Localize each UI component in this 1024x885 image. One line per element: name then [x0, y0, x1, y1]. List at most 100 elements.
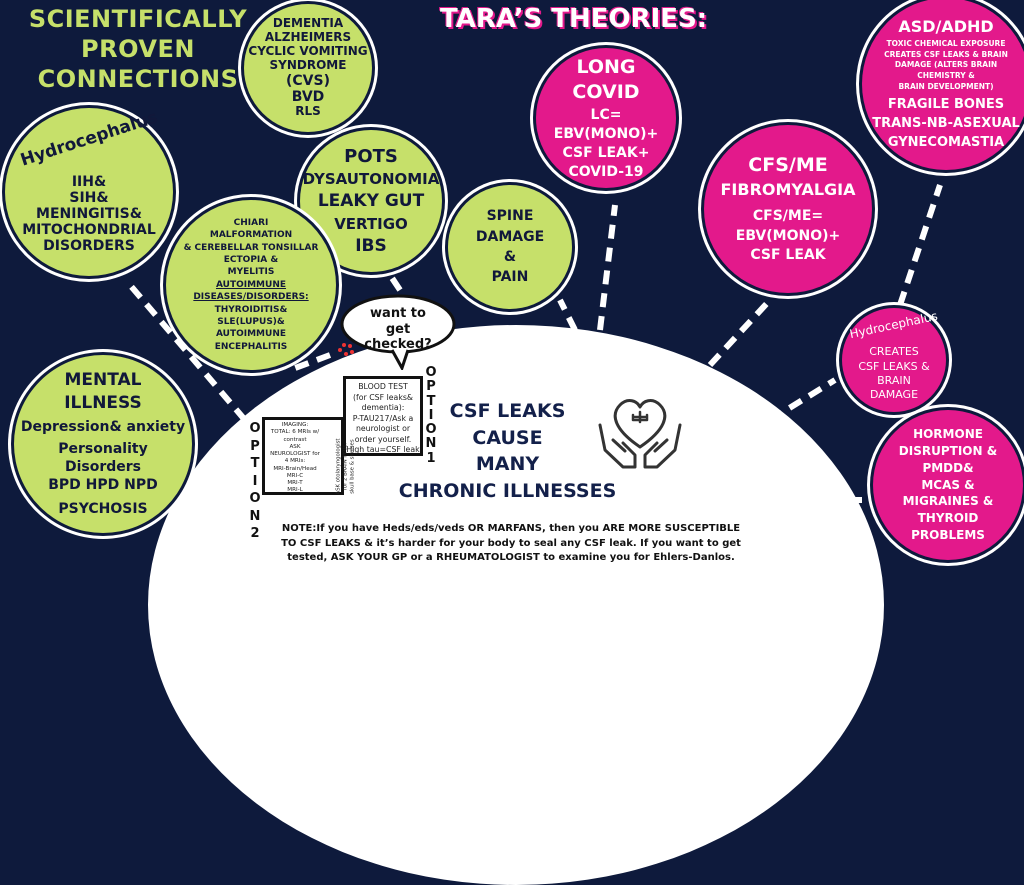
circle-line: PMDD&	[922, 460, 974, 475]
circle-line: BPD HPD NPD	[48, 477, 158, 494]
arrow-spine	[557, 298, 578, 332]
circle-line: MIGRAINES &	[902, 494, 994, 509]
arrow-pots	[387, 273, 403, 292]
box-line: (for CSF leaks&	[353, 392, 413, 402]
circle-asd-adhd: ASD/ADHD TOXIC CHEMICAL EXPOSURE CREATES…	[862, 0, 1024, 170]
circle-line: DISEASES/DISORDERS:	[193, 292, 309, 303]
main-line: CSF LEAKS	[449, 400, 566, 422]
option2-box: IMAGING: TOTAL: 6 MRIs w/ contrast ASK N…	[262, 417, 356, 495]
arrow-hydro-right	[768, 377, 837, 423]
circle-line: CFS/ME=	[752, 208, 824, 225]
circle-line: CREATES CSF LEAKS & BRAIN	[884, 49, 1008, 59]
option2-label: OPTION2	[249, 421, 261, 542]
arrow-chiari	[288, 352, 332, 373]
box-line: skull base & sinuses	[349, 439, 356, 494]
circle-hydrocephalus-right: Hydrocephalus CREATES CSF LEAKS & BRAIN …	[842, 308, 946, 412]
circle-line: BRAIN DEVELOPMENT)	[898, 82, 994, 92]
circle-heading: ILLNESS	[64, 392, 142, 413]
box-line: NEUROLOGIST for	[270, 451, 320, 458]
arrow-mental	[183, 467, 232, 508]
option1-label: OPTION1	[425, 365, 437, 466]
box-line: neurologist or	[355, 424, 411, 434]
title-line: PROVEN	[81, 35, 195, 63]
circle-line: RLS	[295, 103, 321, 118]
circle-line: Depression& anxiety	[20, 418, 186, 435]
main-line: CHRONIC ILLNESSES	[398, 479, 617, 502]
circle-dementia: DEMENTIA ALZHEIMERS CYCLIC VOMITING SYND…	[244, 4, 372, 132]
box-line: High tau=CSF leak	[346, 445, 420, 455]
scientifically-proven-title: SCIENTIFICALLY PROVEN CONNECTIONS	[18, 4, 258, 94]
circle-line: ENCEPHALITIS	[214, 341, 288, 352]
circle-mental-illness: MENTAL ILLNESS Depression& anxiety Perso…	[14, 355, 192, 533]
box-line: ASK	[289, 443, 301, 450]
box-line: MRI-Brain/Head	[273, 465, 317, 472]
circle-line: SLE(LUPUS)&	[217, 317, 285, 328]
circle-line: CSF LEAK	[750, 247, 826, 264]
circle-cfs-me: CFS/ME FIBROMYALGIA CFS/ME= EBV(MONO)+ C…	[704, 125, 872, 293]
circle-line: SPINE	[486, 208, 534, 225]
circle-line: EBV(MONO)+	[553, 125, 659, 142]
option1-box: BLOOD TEST (for CSF leaks& dementia): P-…	[343, 376, 423, 456]
box-line: for 2 BRAIN MRIs:	[342, 442, 349, 491]
main-line: CAUSE	[472, 426, 543, 449]
circle-heading: POTS	[344, 145, 398, 167]
arrow-cfs	[707, 297, 773, 368]
heart-hands-icon	[598, 399, 682, 469]
circle-line: Disorders	[64, 459, 142, 475]
circle-line: (CVS)	[286, 72, 330, 89]
circle-line: CSF LEAK+	[562, 144, 650, 161]
circle-line: ECTOPIA &	[223, 254, 279, 265]
circle-line: FRAGILE BONES	[887, 97, 1005, 113]
circle-line: MYELITIS	[227, 267, 275, 278]
circle-line: DISORDERS	[43, 237, 135, 254]
box-line: MRI-C	[286, 472, 304, 479]
circle-hydrocephalus-left: Hydrocephalus IIH& SIH& MENINGITIS& MITO…	[5, 107, 173, 276]
circle-line: IBS	[355, 235, 387, 256]
bubble-text: want to get checked?	[364, 306, 432, 353]
circle-line: CSF LEAKS &	[858, 359, 930, 373]
arrows	[127, 184, 943, 508]
option2-side-note: ASK otolaryngologist for 2 BRAIN MRIs: s…	[335, 432, 356, 502]
circle-line: DEMENTIA	[272, 16, 344, 31]
box-line: order yourself.	[354, 434, 412, 444]
box-line: MRI-T	[287, 480, 303, 487]
circle-line: & CEREBELLAR TONSILLAR	[183, 242, 319, 253]
box-line: IMAGING:	[281, 422, 309, 428]
circle-heading: LONG	[576, 55, 636, 78]
circle-line: DAMAGE	[869, 388, 919, 402]
circle-line: VERTIGO	[334, 214, 408, 233]
circle-line: EBV(MONO)+	[735, 227, 841, 244]
circle-line: CHEMISTRY &	[917, 71, 975, 81]
circle-spine: SPINE DAMAGE & PAIN	[448, 185, 572, 309]
circle-line: DAMAGE (ALTERS BRAIN	[894, 60, 998, 70]
arrow-hydro-left	[127, 283, 248, 422]
circle-line: MENINGITIS&	[36, 205, 142, 222]
circle-line: PSYCHOSIS	[58, 501, 148, 518]
circle-line: MALFORMATION	[209, 230, 293, 241]
circle-line: PAIN	[491, 269, 529, 286]
circle-line: BVD	[291, 88, 325, 105]
circle-line: TRANS-NB-ASEXUAL	[872, 115, 1020, 131]
circle-heading: FIBROMYALGIA	[720, 179, 856, 199]
circle-line: SIH&	[69, 189, 109, 206]
circle-line: CYCLIC VOMITING	[248, 44, 368, 58]
circle-line: LC=	[590, 106, 622, 123]
circle-line: IIH&	[71, 173, 107, 190]
circle-line: GYNECOMASTIA	[887, 134, 1005, 150]
taras-theories-title: TARA’S THEORIES:	[440, 4, 708, 34]
circle-line: HORMONE	[913, 427, 983, 442]
box-line: 4 MRIs:	[284, 458, 306, 465]
bubble-dots	[338, 343, 354, 356]
circle-heading: MENTAL	[64, 370, 142, 391]
circle-line: &	[503, 249, 517, 265]
circle-line: MITOCHONDRIAL	[22, 221, 156, 238]
circle-heading: COVID	[572, 81, 640, 104]
circle-line: COVID-19	[568, 163, 644, 180]
circle-line: SYNDROME	[269, 57, 347, 72]
circle-line: LEAKY GUT	[317, 190, 425, 211]
circle-line: MCAS &	[921, 477, 975, 492]
circle-hormone: HORMONE DISRUPTION & PMDD& MCAS & MIGRAI…	[873, 410, 1023, 560]
box-line: contrast	[283, 436, 307, 443]
circle-long-covid: LONG COVID LC= EBV(MONO)+ CSF LEAK+ COVI…	[536, 48, 676, 188]
box-line: TOTAL: 6 MRIs w/	[270, 429, 320, 436]
